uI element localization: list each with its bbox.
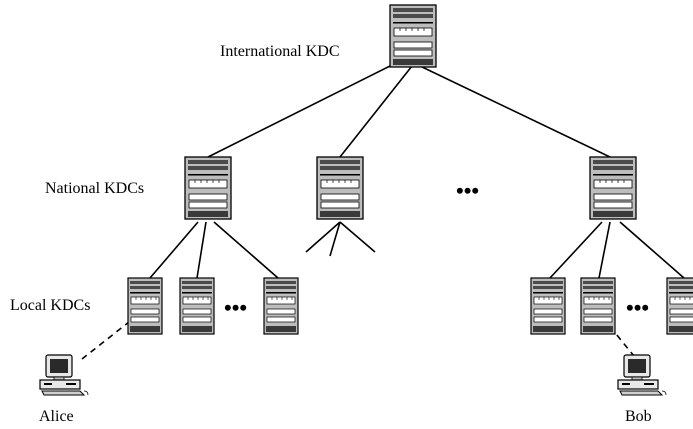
edge-intl-to-national-right bbox=[419, 65, 611, 158]
local-kdc-5-server-icon bbox=[580, 277, 616, 335]
label-alice: Alice bbox=[39, 408, 74, 425]
edge-national-middle-branch-1 bbox=[305, 221, 341, 253]
national-kdc-right-server-icon bbox=[589, 156, 637, 220]
bob-computer-icon bbox=[617, 354, 667, 396]
label-bob: Bob bbox=[625, 408, 652, 425]
edge-national-right-to-local-2 bbox=[598, 221, 611, 279]
local-kdc-4-server-icon bbox=[530, 277, 566, 335]
local-kdc-3-server-icon bbox=[263, 277, 299, 335]
local-kdc-2-server-icon bbox=[179, 277, 215, 335]
alice-computer-icon bbox=[39, 354, 89, 396]
national-kdc-left-server-icon bbox=[184, 156, 232, 220]
edge-national-right-to-local-1 bbox=[549, 221, 603, 279]
link-alice-to-local-kdc bbox=[81, 317, 135, 360]
edge-national-middle-branch-3 bbox=[339, 221, 376, 253]
local-kdc-6-server-icon bbox=[666, 277, 693, 335]
label-national-kdcs: National KDCs bbox=[45, 180, 144, 197]
label-local-kdcs: Local KDCs bbox=[10, 297, 90, 314]
ellipsis-national: ••• bbox=[456, 178, 479, 203]
label-international-kdc: International KDC bbox=[220, 43, 340, 60]
national-kdc-middle-server-icon bbox=[316, 156, 364, 220]
edge-national-left-to-local-2 bbox=[196, 221, 207, 279]
edge-intl-to-national-middle bbox=[339, 65, 413, 158]
edge-intl-to-national-left bbox=[207, 65, 391, 158]
edge-national-left-to-local-1 bbox=[149, 221, 199, 279]
edge-national-right-to-local-3 bbox=[619, 221, 685, 279]
edge-national-left-to-local-3 bbox=[213, 221, 279, 279]
local-kdc-1-server-icon bbox=[127, 277, 163, 335]
international-kdc-server-icon bbox=[389, 4, 437, 68]
ellipsis-local-left: ••• bbox=[224, 295, 247, 320]
ellipsis-local-right: ••• bbox=[626, 295, 649, 320]
link-bob-to-local-kdc bbox=[602, 317, 635, 357]
edge-national-middle-branch-2 bbox=[329, 221, 341, 257]
